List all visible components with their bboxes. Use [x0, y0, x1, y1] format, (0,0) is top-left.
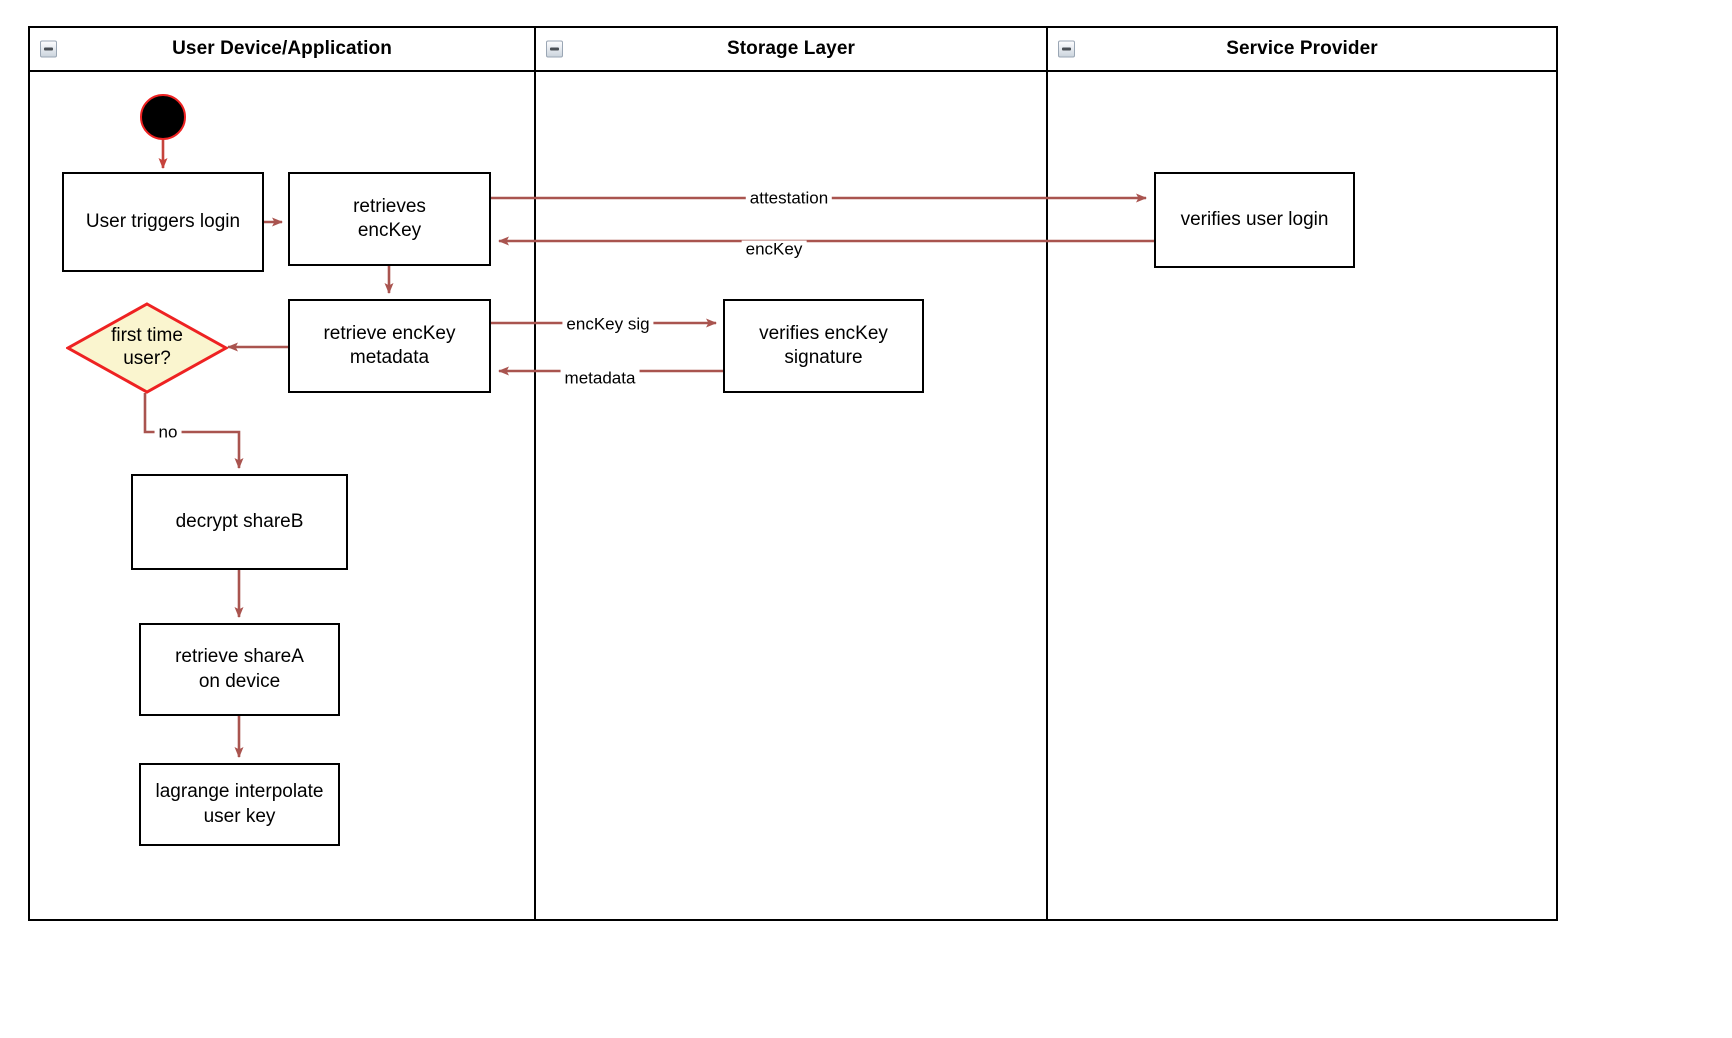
minus-collapse-icon[interactable]	[1058, 40, 1075, 58]
lane-storage-layer[interactable]: Storage Layer	[534, 28, 1046, 919]
initial-node[interactable]	[140, 94, 186, 140]
node-label-line1: retrieve shareA	[175, 646, 304, 668]
node-lagrange-interpolate-user-key[interactable]: lagrange interpolate user key	[139, 763, 340, 846]
node-label-line1: retrieve encKey	[323, 322, 456, 344]
lane-header-user-device: User Device/Application	[30, 28, 534, 72]
node-label-line1: verifies encKey	[759, 322, 888, 344]
minus-collapse-icon[interactable]	[40, 40, 57, 58]
node-retrieves-enckey[interactable]: retrieves encKey	[288, 172, 491, 266]
node-label: verifies user login	[1180, 208, 1329, 230]
node-verifies-user-login[interactable]: verifies user login	[1154, 172, 1355, 268]
node-user-triggers-login[interactable]: User triggers login	[62, 172, 264, 272]
lane-service-provider[interactable]: Service Provider	[1046, 28, 1556, 919]
edge-label-attestation: attestation	[745, 189, 833, 207]
node-decrypt-shareb[interactable]: decrypt shareB	[131, 474, 348, 570]
edge-label-enckey-sig: encKey sig	[562, 315, 654, 333]
edge-label-metadata: metadata	[560, 369, 640, 387]
node-label-line1: retrieves	[353, 195, 426, 217]
node-retrieve-enckey-metadata[interactable]: retrieve encKey metadata	[288, 299, 491, 393]
node-label-line2: on device	[198, 670, 281, 692]
node-label-line1: lagrange interpolate	[155, 781, 324, 803]
node-label: User triggers login	[85, 210, 241, 232]
node-label: decrypt shareB	[175, 510, 304, 532]
lane-header-service-provider: Service Provider	[1048, 28, 1556, 72]
lane-title-user-device: User Device/Application	[172, 38, 392, 59]
node-retrieve-sharea-on-device[interactable]: retrieve shareA on device	[139, 623, 340, 716]
edge-label-no: no	[154, 423, 182, 441]
node-verifies-enckey-signature[interactable]: verifies encKey signature	[723, 299, 924, 393]
node-label-line2: user key	[203, 805, 276, 827]
node-first-time-user-decision[interactable]: first time user?	[66, 302, 228, 394]
lane-title-storage-layer: Storage Layer	[726, 38, 856, 59]
minus-collapse-icon[interactable]	[546, 40, 563, 58]
lane-title-service-provider: Service Provider	[1226, 38, 1378, 59]
node-label-line2: encKey	[357, 220, 422, 241]
lane-header-storage-layer: Storage Layer	[536, 28, 1046, 72]
node-label-line2: metadata	[349, 347, 430, 368]
edge-label-enckey: encKey	[741, 240, 807, 258]
node-label-line2: signature	[784, 347, 863, 368]
